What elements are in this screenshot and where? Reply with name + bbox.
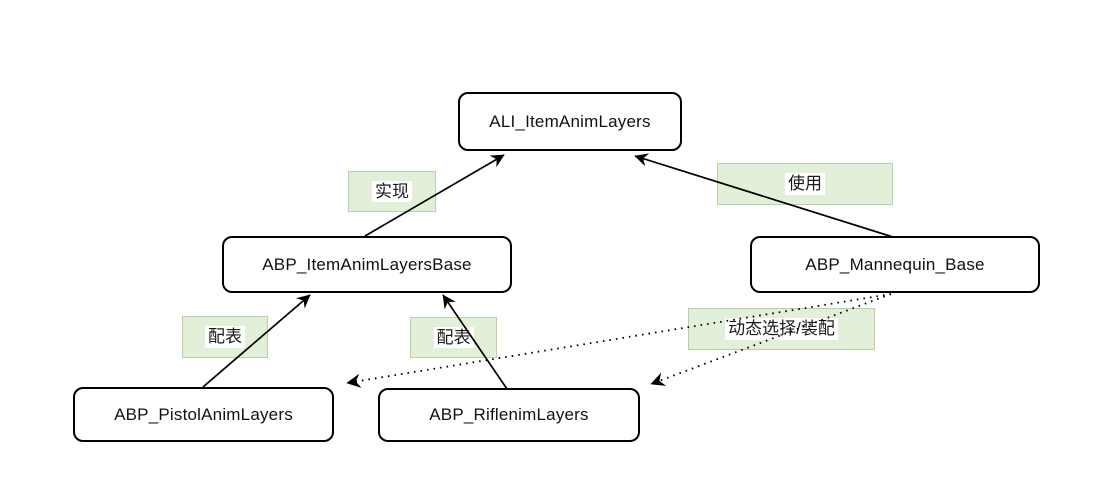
label-config-pistol-text: 配表 <box>205 326 245 348</box>
label-use: 使用 <box>717 163 893 205</box>
node-abp-riflenimlayers-label: ABP_RiflenimLayers <box>429 405 589 424</box>
label-config-rifle-text: 配表 <box>433 326 474 349</box>
label-config-pistol: 配表 <box>182 316 268 358</box>
node-abp-mannequin-base: ABP_Mannequin_Base <box>750 236 1040 293</box>
label-dynamic-assign: 动态选择/装配 <box>688 308 875 350</box>
node-abp-itemanimlayersbase-label: ABP_ItemAnimLayersBase <box>262 254 472 274</box>
node-ali-itemanimlayers-label: ALI_ItemAnimLayers <box>489 111 651 131</box>
label-dynamic-assign-text: 动态选择/装配 <box>725 318 838 340</box>
node-abp-pistolanimlayers: ABP_PistolAnimLayers <box>73 387 334 442</box>
label-config-rifle: 配表 <box>410 317 497 358</box>
node-abp-riflenimlayers: ABP_RiflenimLayers <box>378 388 640 442</box>
label-implement: 实现 <box>348 171 436 212</box>
node-abp-itemanimlayersbase: ABP_ItemAnimLayersBase <box>222 236 512 293</box>
node-ali-itemanimlayers: ALI_ItemAnimLayers <box>458 92 682 151</box>
node-abp-mannequin-base-label: ABP_Mannequin_Base <box>805 254 985 274</box>
label-use-text: 使用 <box>785 173 825 195</box>
node-abp-pistolanimlayers-label: ABP_PistolAnimLayers <box>114 404 293 424</box>
label-implement-text: 实现 <box>372 180 412 203</box>
